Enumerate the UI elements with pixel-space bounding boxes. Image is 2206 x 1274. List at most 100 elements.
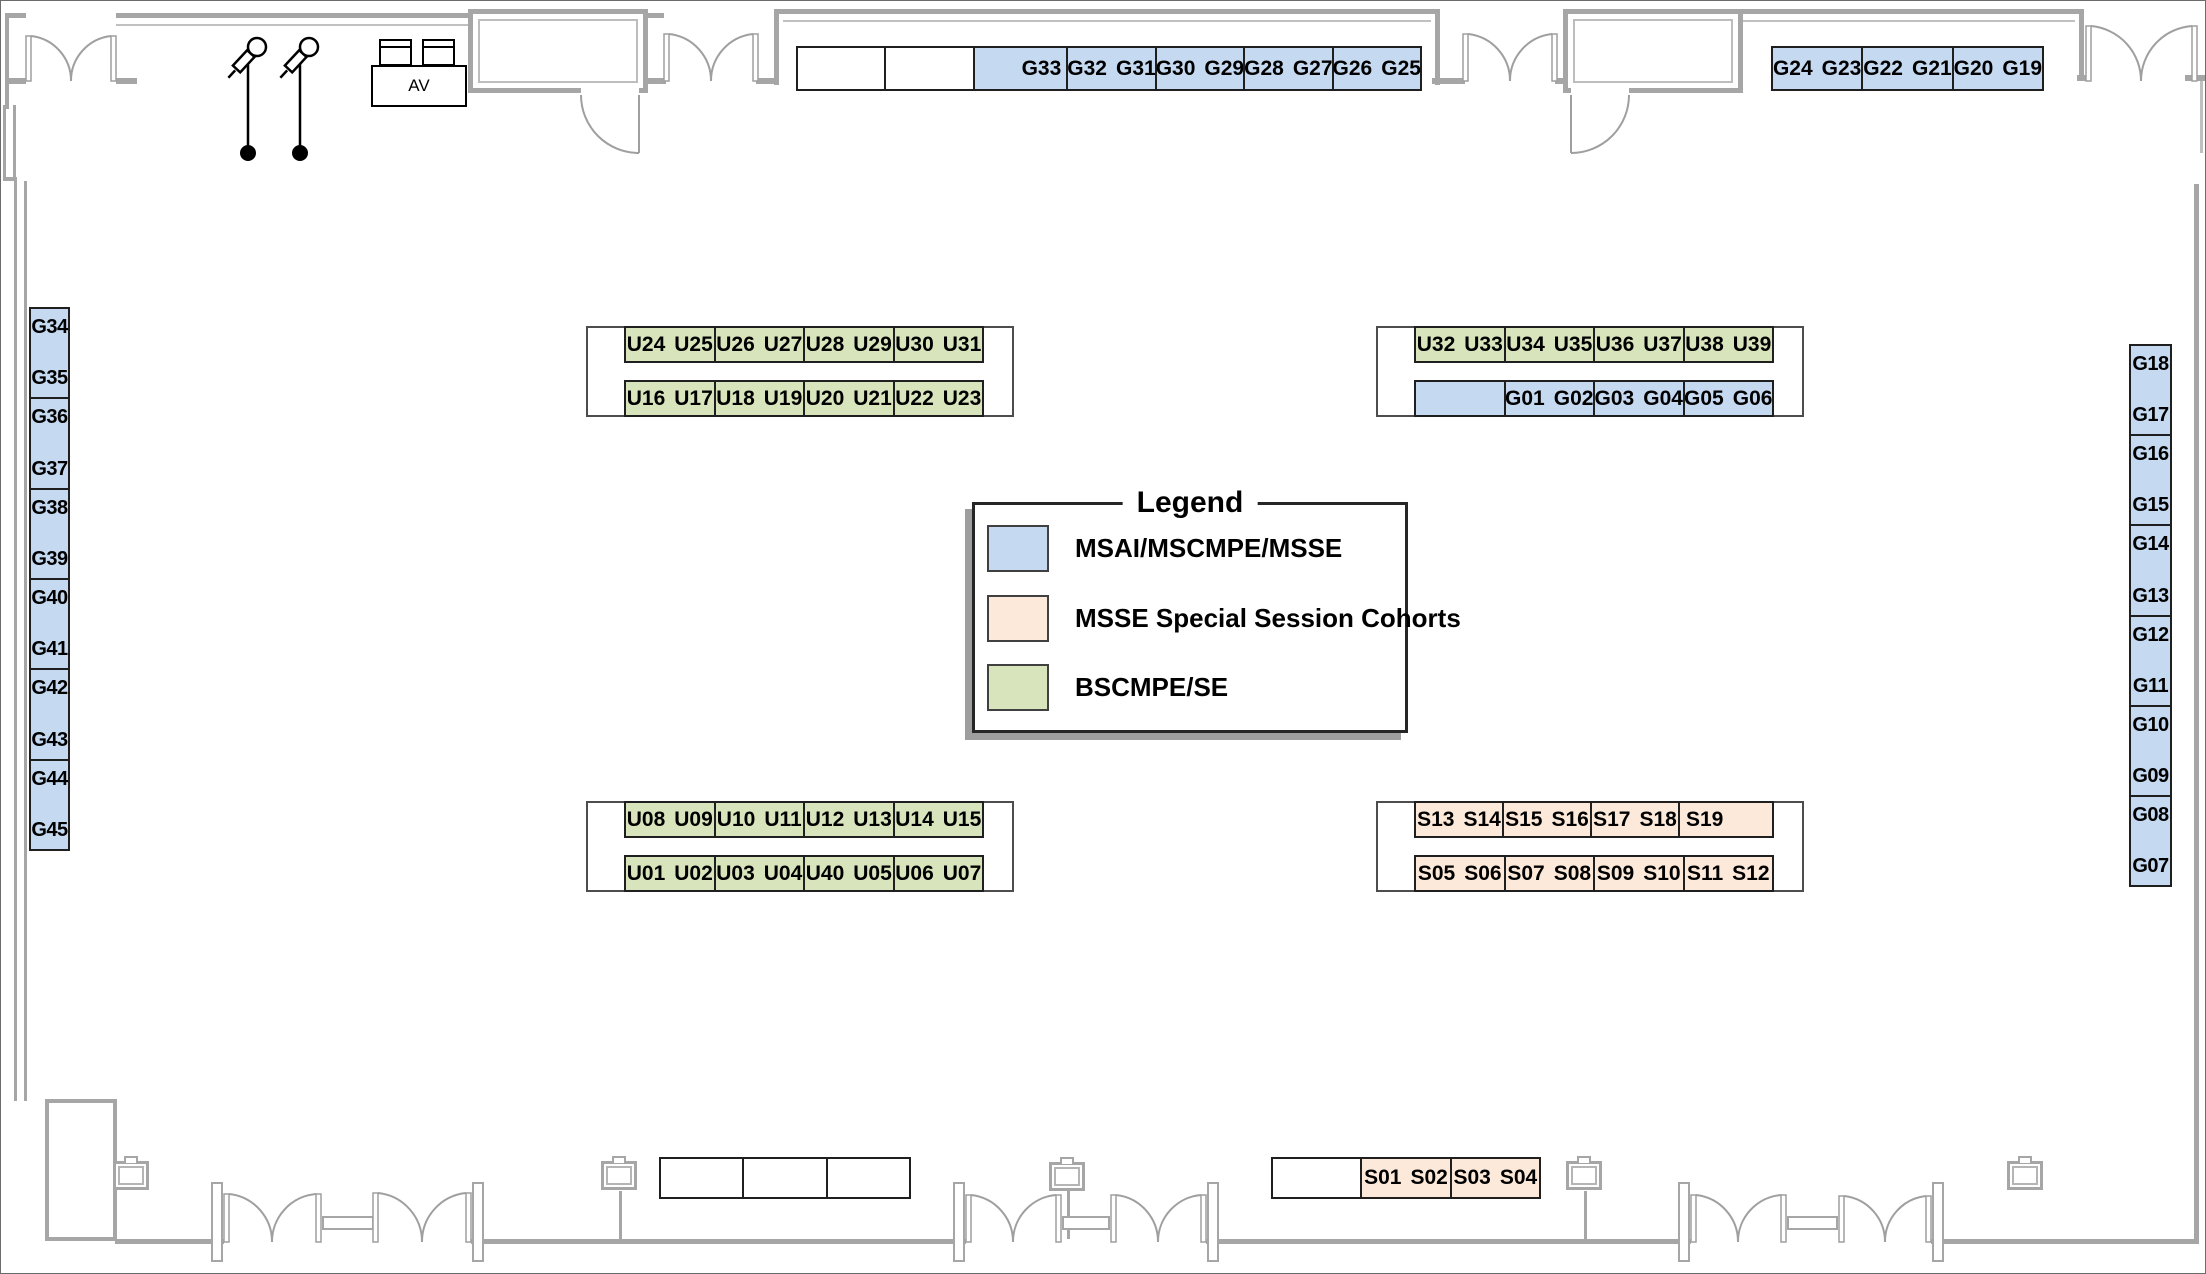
wall-top-c-inner xyxy=(1743,20,2075,22)
floor-box-notch xyxy=(1060,1157,1074,1164)
seat-label: G36 xyxy=(31,406,68,429)
seat-label: S18 xyxy=(1639,807,1677,831)
seat-label: S04 xyxy=(1499,1166,1538,1189)
seat-label: G19 xyxy=(2002,56,2043,80)
sill-stub xyxy=(2077,75,2088,81)
wall-left-main-1 xyxy=(14,181,17,1101)
floor-box-icon xyxy=(113,1156,149,1190)
wall-bottom-3 xyxy=(1206,1239,1691,1244)
alcove-top-wall xyxy=(774,9,1440,14)
seat-cell xyxy=(884,48,973,89)
double-door-bottom-center-leaves xyxy=(965,1194,1207,1243)
double-door-bottom-left-leaves xyxy=(223,1192,472,1243)
wall-top-left-vertical xyxy=(5,13,9,109)
floor-box-notch xyxy=(2018,1156,2032,1163)
seat-label: S07 xyxy=(1507,861,1545,885)
seat-label: U07 xyxy=(942,861,982,885)
seat-label: G41 xyxy=(31,638,68,661)
seat-label: G02 xyxy=(1553,386,1594,410)
seat-label: U34 xyxy=(1506,332,1545,356)
seat-cell xyxy=(798,48,885,89)
legend-swatch-bscmpe xyxy=(987,664,1049,711)
seat-label: U12 xyxy=(805,807,845,831)
wall-left-jog xyxy=(3,177,17,181)
seat-label: U17 xyxy=(674,386,713,410)
seat-label: G35 xyxy=(31,367,68,390)
av-table: AV xyxy=(371,65,467,107)
seat-label: G20 xyxy=(1953,56,1994,80)
seat-label: G11 xyxy=(2132,674,2169,697)
floor-box-inner xyxy=(118,1166,144,1185)
seat-label: S17 xyxy=(1593,807,1631,831)
seat-label: G16 xyxy=(2132,443,2169,466)
seat-label: U36 xyxy=(1595,332,1635,356)
legend-label-msse: MSSE Special Session Cohorts xyxy=(1075,603,1461,633)
seat-label: U20 xyxy=(805,386,845,410)
seat-label: U10 xyxy=(716,807,756,831)
seat-label: U33 xyxy=(1464,332,1503,356)
seat-cell: S03 S04 xyxy=(1449,1159,1539,1197)
seat-label: U04 xyxy=(763,861,803,885)
floor-box-notch xyxy=(612,1156,626,1163)
seat-label: S03 xyxy=(1453,1166,1491,1189)
double-door-bottom-right xyxy=(1678,1182,1944,1262)
seat-label: U28 xyxy=(805,332,845,356)
sill-stub xyxy=(116,78,137,84)
seat-label: S12 xyxy=(1732,861,1770,885)
wall-left-pillar xyxy=(45,1099,117,1241)
wall-right-upper-thin xyxy=(2200,81,2203,153)
seat-label: S11 xyxy=(1686,861,1724,885)
seat-label: U01 xyxy=(626,861,666,885)
storage-closet-right xyxy=(1563,9,1743,93)
legend-label-msai: MSAI/MSCMPE/MSSE xyxy=(1075,533,1343,563)
seat-label: G18 xyxy=(2132,353,2169,375)
seat-cell: S11 S12 xyxy=(1682,857,1772,890)
seat-label: G33 xyxy=(1021,56,1062,80)
wall-bottom-4 xyxy=(1931,1239,2199,1244)
double-door-top-mid-left xyxy=(663,33,759,82)
wall-top-a-inner xyxy=(116,24,470,26)
double-door-bottom-right-leaves xyxy=(1690,1194,1932,1243)
seat-cell xyxy=(1416,382,1504,415)
alcove-top-inner xyxy=(783,20,1431,22)
seat-label: G26 xyxy=(1332,56,1373,80)
seat-label: G07 xyxy=(2132,855,2169,878)
seat-label: U19 xyxy=(763,386,803,410)
floor-box-inner xyxy=(1571,1166,1597,1185)
seat-label: S19 xyxy=(1686,807,1724,831)
seat-label: G01 xyxy=(1505,386,1545,410)
wall-bottom-2 xyxy=(471,1239,966,1244)
floor-box-stem xyxy=(619,1191,622,1239)
seat-label: G04 xyxy=(1643,386,1683,410)
wall-top-b xyxy=(648,13,664,18)
seat-label: U23 xyxy=(942,386,982,410)
seat-label: S14 xyxy=(1463,807,1501,831)
double-door-bottom-left xyxy=(211,1182,484,1262)
floor-box-icon xyxy=(1049,1157,1085,1191)
legend-swatch-msse xyxy=(987,595,1049,642)
